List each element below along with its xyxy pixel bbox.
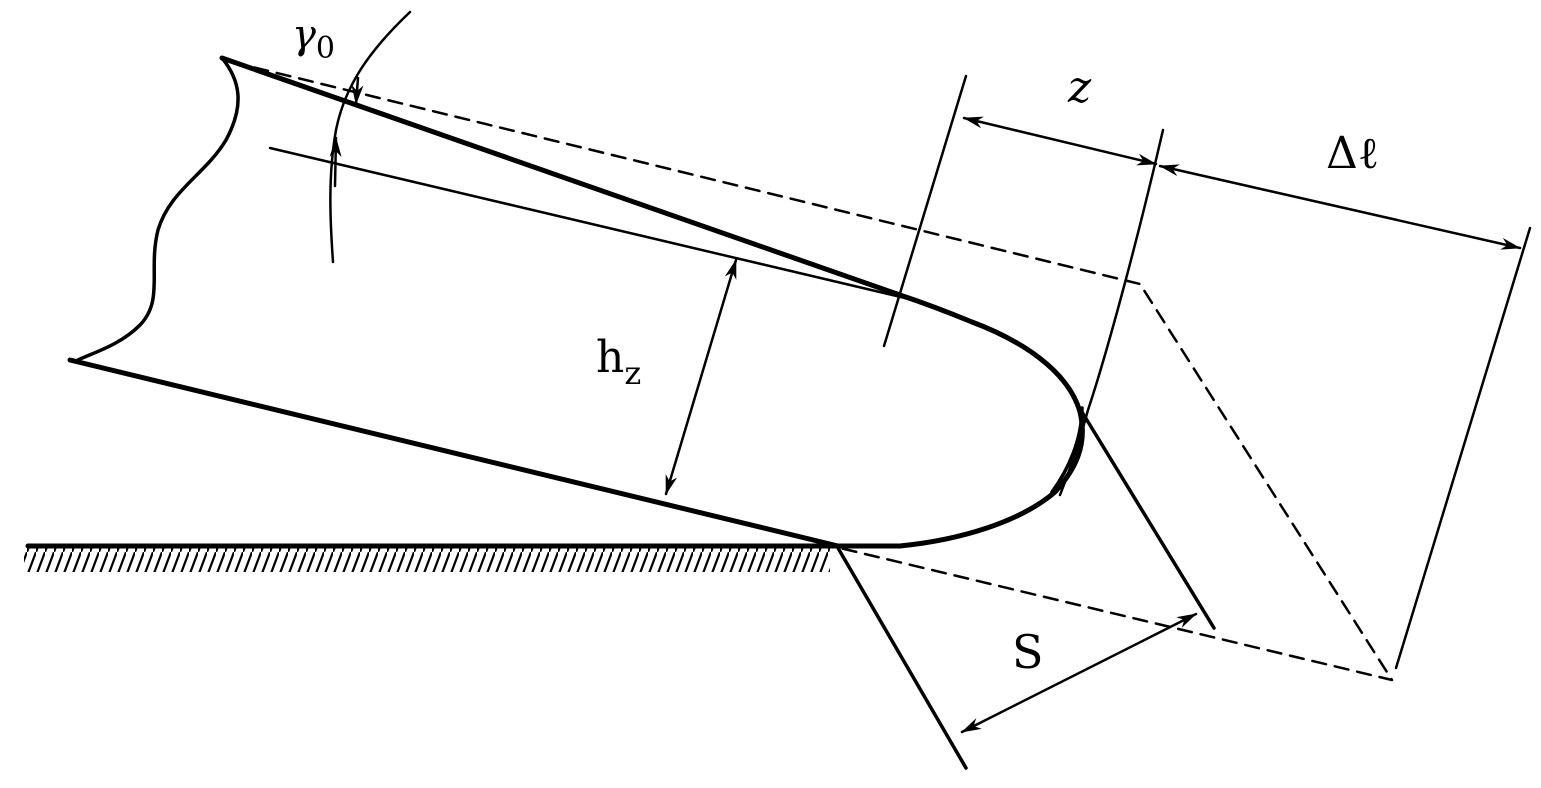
z-label: z (1067, 62, 1092, 113)
reference-line (268, 146, 907, 300)
workpiece-surface (24, 543, 841, 572)
original-tool-outline (230, 60, 1394, 682)
hz-dimension (664, 258, 738, 496)
delta-l-label: Δℓ (1326, 128, 1379, 179)
rake-face (219, 55, 975, 325)
s-label: S (1012, 625, 1044, 679)
delta-l-dimension (1158, 164, 1532, 670)
gamma-angle-arc (329, 10, 412, 264)
s-dimension (836, 410, 1216, 770)
gamma-label: γ0 (292, 12, 335, 66)
z-dimension (882, 74, 1165, 497)
tool-nose (835, 319, 1085, 549)
flank-face (67, 357, 841, 549)
break-line (76, 56, 240, 362)
hz-label: hz (596, 332, 641, 392)
deformed-tool-body (67, 55, 1085, 549)
